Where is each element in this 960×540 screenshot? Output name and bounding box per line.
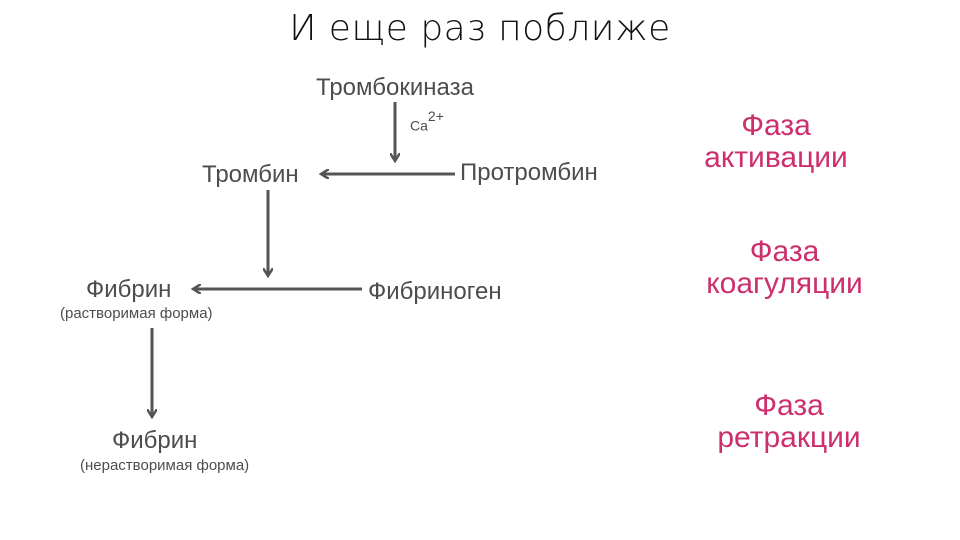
note-fibrin-soluble: (растворимая форма) [60, 305, 213, 322]
node-prothrombin: Протромбин [460, 159, 598, 186]
phase-retraction: Фаза ретракции [694, 390, 884, 454]
phase-coagulation-line2: коагуляции [706, 267, 863, 300]
node-fibrin-soluble: Фибрин [86, 276, 172, 303]
node-fibrinogen: Фибриноген [368, 278, 502, 305]
phase-coagulation-line1: Фаза [749, 235, 820, 268]
node-thrombokinase: Тромбокиназа [316, 74, 474, 101]
phase-retraction-line1: Фаза [754, 389, 824, 422]
phase-coagulation: Фаза коагуляции [682, 236, 887, 300]
phase-retraction-line2: ретракции [717, 421, 861, 454]
phase-activation-line2: активации [704, 141, 848, 174]
note-fibrin-insoluble: (нерастворимая форма) [80, 457, 250, 474]
slide-title: И еще раз поближе [289, 8, 671, 49]
node-thrombin: Тромбин [202, 161, 299, 188]
calcium-charge: 2+ [427, 108, 444, 124]
calcium-symbol: Ca [410, 117, 428, 134]
node-fibrin-insoluble: Фибрин [112, 427, 198, 454]
phase-activation: Фаза активации [686, 110, 866, 174]
phase-activation-line1: Фаза [741, 109, 811, 142]
calcium-label: Ca2+ [410, 108, 444, 134]
